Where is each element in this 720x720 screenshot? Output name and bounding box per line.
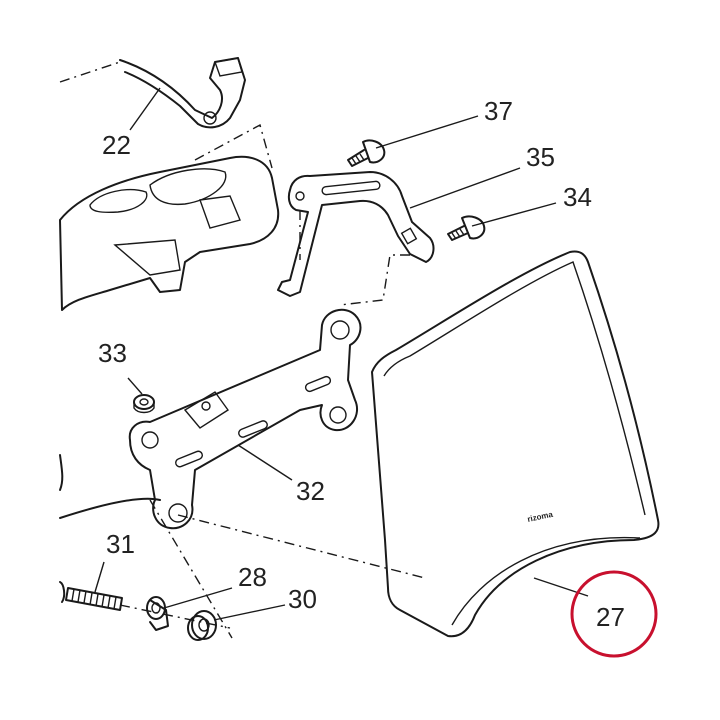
part-37-screw — [347, 139, 386, 167]
callout-31: 31 — [106, 529, 135, 559]
callout-34: 34 — [563, 182, 592, 212]
alignment-lines — [119, 499, 426, 639]
callouts: 22 37 35 34 33 32 31 28 30 27 — [98, 96, 625, 632]
part-27-windscreen: rizoma — [371, 250, 660, 638]
brand-logo: rizoma — [527, 510, 555, 524]
callout-28: 28 — [238, 562, 267, 592]
part-32-plate — [128, 308, 362, 530]
fairing-fragment — [59, 454, 161, 519]
highlight-circle — [570, 570, 658, 658]
callout-27: 27 — [596, 602, 625, 632]
callout-32: 32 — [296, 476, 325, 506]
callout-35: 35 — [526, 142, 555, 172]
callout-22: 22 — [102, 130, 131, 160]
callout-33: 33 — [98, 338, 127, 368]
callout-30: 30 — [288, 584, 317, 614]
part-33-nut — [133, 394, 155, 414]
part-30-grommet — [187, 610, 217, 641]
part-35-bracket — [277, 171, 435, 306]
callout-37: 37 — [484, 96, 513, 126]
part-22-clamp — [59, 57, 280, 311]
leader-lines — [94, 87, 589, 621]
part-31-bolt — [59, 581, 123, 611]
part-34-screw — [447, 215, 486, 241]
